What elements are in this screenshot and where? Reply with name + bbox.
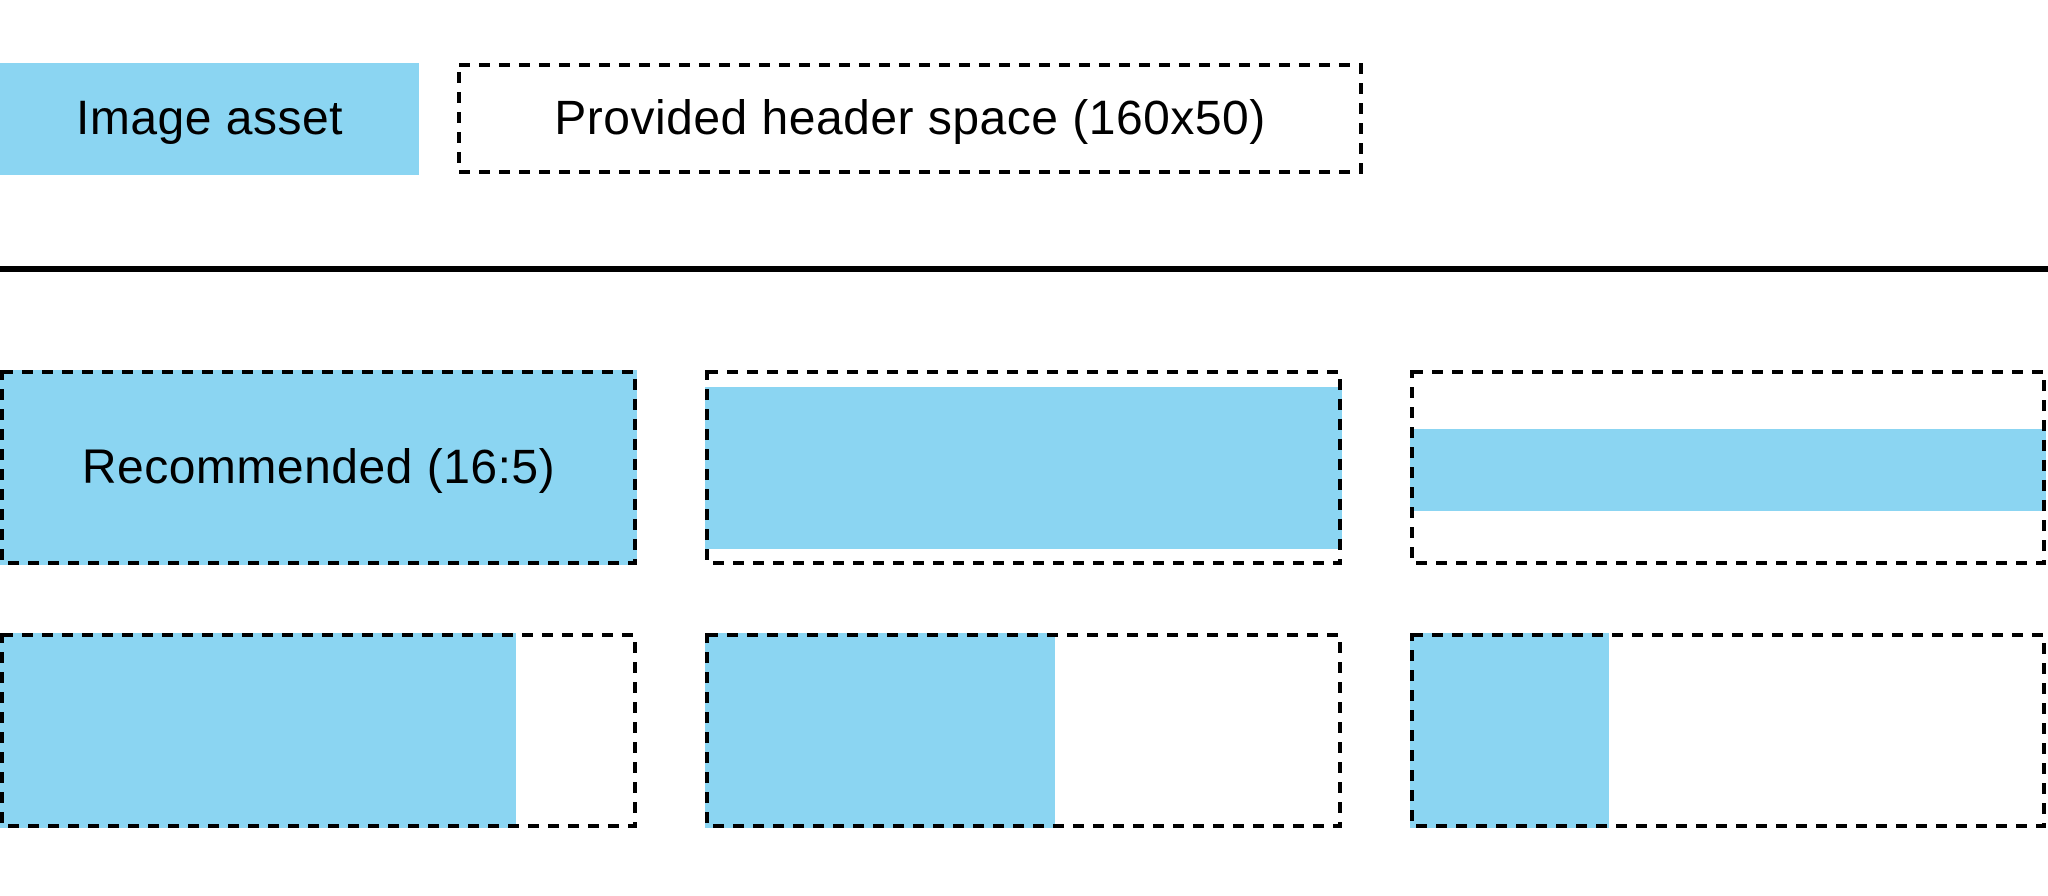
example-recommended-16-5: Recommended (16:5)	[0, 370, 637, 565]
legend-image-asset-label: Image asset	[76, 92, 343, 145]
image-asset-fill	[705, 386, 1342, 549]
image-asset-fill	[1410, 633, 1610, 828]
image-asset-fill	[705, 633, 1056, 828]
section-divider-line	[0, 266, 2048, 272]
image-asset-fill	[0, 633, 516, 828]
legend-header-space-label: Provided header space (160x50)	[554, 91, 1266, 145]
example-full-height-55pct-width	[705, 633, 1342, 828]
example-full-height-81pct-width	[0, 633, 637, 828]
recommended-label: Recommended (16:5)	[81, 440, 556, 494]
legend-header-space-box: Provided header space (160x50)	[457, 63, 1363, 174]
legend-image-asset-swatch: Image asset	[0, 63, 419, 175]
example-full-width-reduced-height	[705, 370, 1342, 565]
example-full-width-thin-strip	[1410, 370, 2046, 565]
image-asset-fill	[1410, 428, 2046, 512]
example-full-height-31pct-width	[1410, 633, 2046, 828]
